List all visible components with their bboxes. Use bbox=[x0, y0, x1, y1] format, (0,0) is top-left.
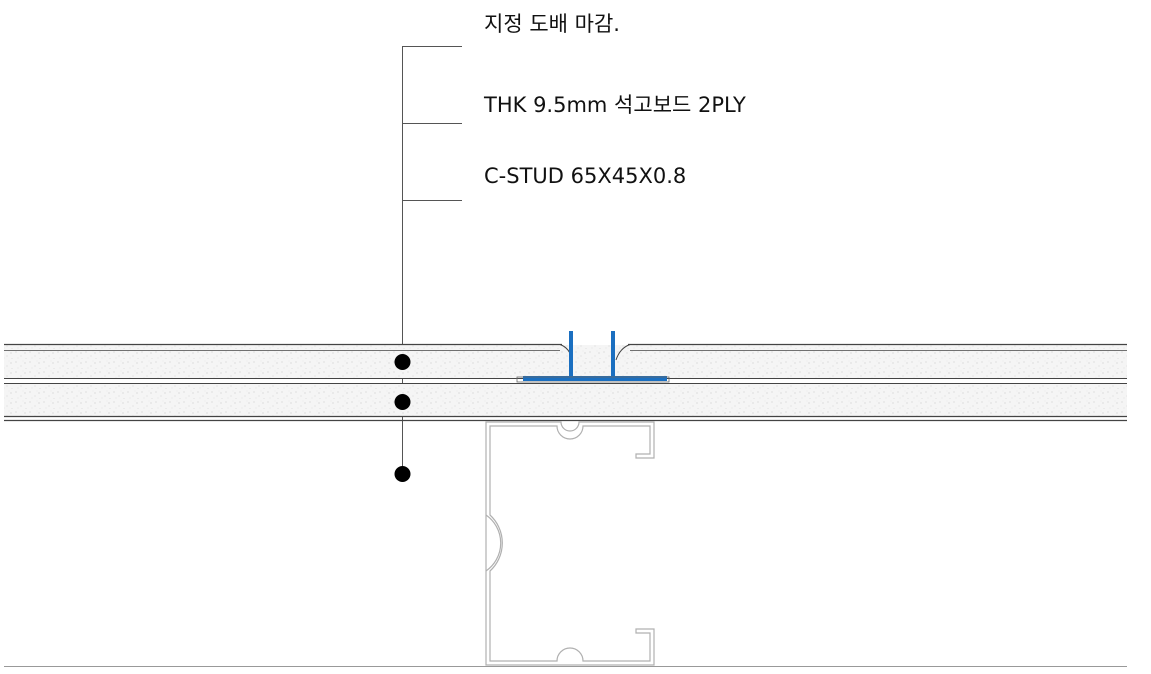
gypsum-board-layers bbox=[4, 343, 1127, 422]
leader-markers bbox=[394, 354, 411, 482]
board-joint-taper-right bbox=[615, 344, 631, 361]
callout-label-gypsum-board: THK 9.5mm 석고보드 2PLY bbox=[483, 93, 746, 117]
joint-clip-base-plate bbox=[516, 376, 670, 383]
gypsum-board-inner-ply bbox=[4, 384, 1127, 416]
marker-dot-gypsum-board bbox=[394, 394, 411, 410]
joint-clip-flange bbox=[523, 376, 667, 381]
callout-label-finish: 지정 도배 마감. bbox=[484, 12, 620, 36]
c-stud-web-notch bbox=[485, 514, 502, 572]
marker-dot-finish bbox=[394, 354, 411, 370]
marker-dot-stud bbox=[394, 466, 411, 482]
gypsum-board-outer-ply bbox=[4, 345, 1127, 378]
c-stud-profile-outer bbox=[485, 421, 655, 666]
joint-clip bbox=[523, 331, 667, 381]
callout-label-stud: C-STUD 65X45X0.8 bbox=[484, 164, 686, 188]
joint-clip-leg-right bbox=[611, 331, 615, 378]
joint-clip-leg-left bbox=[569, 331, 573, 378]
